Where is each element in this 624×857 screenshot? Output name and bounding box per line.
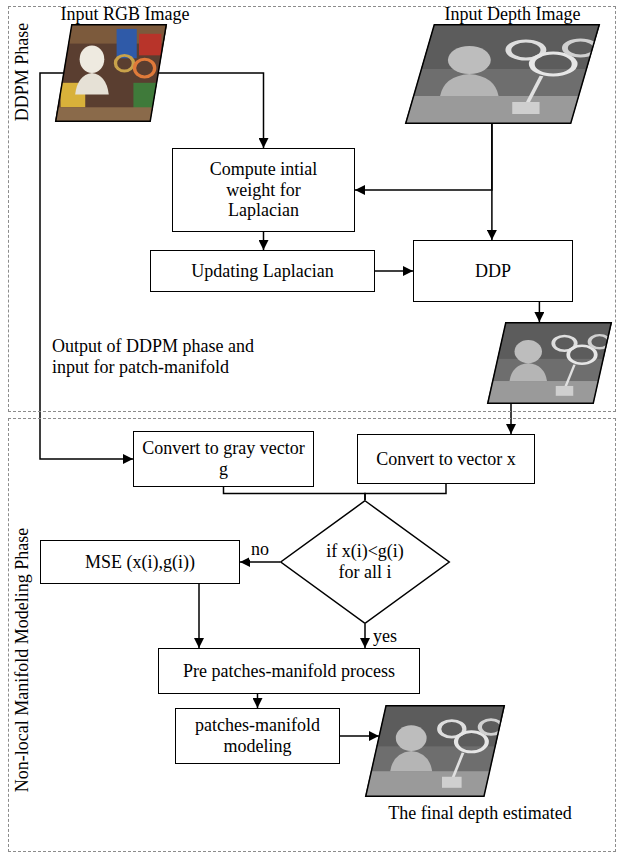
parallelogram-outline <box>487 322 612 404</box>
process-box: Pre patches-manifold process <box>158 648 420 694</box>
parallelogram-outline <box>55 24 167 122</box>
parallelogram-frame <box>55 24 167 122</box>
connector <box>340 735 379 737</box>
process-box: DDP <box>413 240 573 302</box>
decision-text: if x(i)<g(i) for all i <box>315 541 415 582</box>
process-box: Convert to vector x <box>357 434 535 484</box>
edge-label: no <box>251 539 269 559</box>
phase-band: Non-local Manifold Modeling Phase Convert… <box>8 418 616 852</box>
process-box: Convert to gray vector g <box>133 431 314 487</box>
diamond-shape <box>281 501 450 624</box>
connector <box>159 73 264 148</box>
connector <box>257 694 259 708</box>
decision-diamond: if x(i)<g(i) for all i <box>280 500 450 624</box>
image-node: The final depth estimated <box>345 705 615 835</box>
image-node: Output of DDPM phase and input for patch… <box>30 322 615 406</box>
image-caption: Input Depth Image <box>420 4 605 25</box>
box-text: MSE (x(i),g(i)) <box>85 552 195 573</box>
connector <box>375 270 413 272</box>
phase-label-holder: Non-local Manifold Modeling Phase <box>12 528 33 792</box>
depth-image <box>487 322 612 404</box>
process-box: patches-manifold modeling <box>175 708 340 764</box>
parallelogram-outline <box>405 24 600 124</box>
process-box: MSE (x(i),g(i)) <box>40 540 240 584</box>
connector <box>263 232 265 250</box>
connector <box>539 302 541 322</box>
edge-label-holder: yes <box>371 626 399 647</box>
connector <box>491 124 493 240</box>
connector <box>240 561 280 563</box>
depth-image <box>365 705 505 797</box>
image-node: Input RGB Image <box>45 4 205 124</box>
depth-image-use <box>405 24 600 124</box>
box-text: Convert to gray vector g <box>142 438 305 479</box>
image-caption: Output of DDPM phase and input for patch… <box>52 336 292 377</box>
rgb-image <box>55 24 167 122</box>
connector <box>365 484 446 500</box>
parallelogram-outline <box>365 705 505 797</box>
phase-band: DDPM Phase Input RGB Image Input Depth Ima… <box>8 6 616 412</box>
connector <box>364 624 366 648</box>
box-text: Updating Laplacian <box>191 261 333 282</box>
connector <box>198 584 200 648</box>
image-node: Input Depth Image <box>400 4 605 126</box>
parallelogram-frame <box>405 24 600 124</box>
connector <box>510 404 512 434</box>
box-text: DDP <box>475 261 511 282</box>
connector <box>224 487 366 500</box>
phase-label: DDPM Phase <box>12 23 33 122</box>
depth-image-use <box>365 705 505 797</box>
phase-label: Non-local Manifold Modeling Phase <box>12 528 33 792</box>
edge-label-holder: no <box>249 539 271 560</box>
edge-label: yes <box>373 626 397 646</box>
connector <box>40 73 133 459</box>
box-text: Convert to vector x <box>376 449 515 470</box>
phase-label-holder: DDPM Phase <box>12 23 33 122</box>
depth-image <box>405 24 600 124</box>
parallelogram-frame <box>365 705 505 797</box>
box-text: Compute intial weight for Laplacian <box>194 159 334 221</box>
connector <box>355 124 492 190</box>
parallelogram-frame <box>487 322 612 404</box>
depth-image-use <box>487 322 612 404</box>
process-box: Compute intial weight for Laplacian <box>172 148 355 232</box>
rgb-image-use <box>55 24 167 122</box>
box-text: patches-manifold modeling <box>184 715 331 756</box>
box-text: Pre patches-manifold process <box>183 661 395 682</box>
parallelogram-shape <box>366 706 505 797</box>
image-caption: Input RGB Image <box>45 4 205 25</box>
parallelogram-shape <box>406 25 600 124</box>
parallelogram-shape <box>56 25 167 122</box>
process-box: Updating Laplacian <box>150 250 375 292</box>
parallelogram-shape <box>488 323 612 404</box>
image-caption: The final depth estimated <box>345 803 615 824</box>
